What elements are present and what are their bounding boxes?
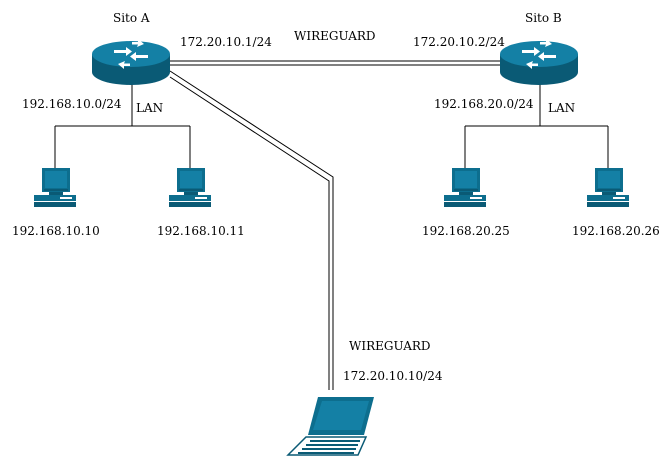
router-icon [500, 39, 578, 85]
host-a1-ip: 192.168.10.10 [12, 224, 100, 238]
workstation-icon [34, 168, 76, 207]
router-icon [92, 39, 170, 85]
site-b-name: Sito B [525, 11, 562, 25]
site-a-wg-ip: 172.20.10.1/24 [180, 35, 272, 49]
site-a-lan-net: 192.168.10.0/24 [22, 97, 122, 111]
lan-a-wiring [54, 83, 191, 168]
site-a-lan-label: LAN [136, 101, 163, 115]
site-b-lan-net: 192.168.20.0/24 [434, 97, 534, 111]
laptop-wg-ip: 172.20.10.10/24 [343, 369, 443, 383]
tunnel-label: WIREGUARD [294, 29, 376, 43]
site-b-lan-label: LAN [548, 101, 575, 115]
laptop-tunnel-label: WIREGUARD [349, 339, 431, 353]
site-b-wg-ip: 172.20.10.2/24 [413, 35, 505, 49]
host-b1-ip: 192.168.20.25 [422, 224, 510, 238]
wireguard-tunnel-laptop [169, 70, 334, 390]
wireguard-tunnel-ab [170, 60, 500, 66]
workstation-icon [444, 168, 486, 207]
laptop-icon [287, 396, 375, 456]
host-b2-ip: 192.168.20.26 [572, 224, 660, 238]
host-a2-ip: 192.168.10.11 [157, 224, 245, 238]
workstation-icon [169, 168, 211, 207]
lan-b-wiring [464, 83, 609, 168]
workstation-icon [587, 168, 629, 207]
site-a-name: Sito A [113, 11, 150, 25]
